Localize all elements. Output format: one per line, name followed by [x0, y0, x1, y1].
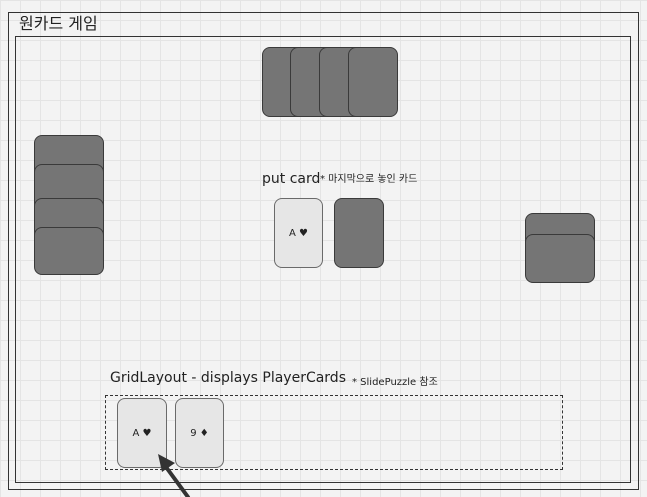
- player-card-2[interactable]: 9 ♦: [175, 398, 224, 468]
- right-hand-card-2: [525, 234, 595, 283]
- outer-frame: [8, 12, 639, 490]
- put-card-note: * 마지막으로 놓인 카드: [320, 174, 418, 185]
- pointer-arrow-icon: [158, 454, 190, 497]
- grid-layout-note: * SlidePuzzle 참조: [352, 377, 438, 388]
- put-card-label: put card: [262, 171, 321, 187]
- put-card-face: A ♥: [274, 198, 323, 268]
- deck-card: [334, 198, 384, 268]
- diagram-title: 원카드 게임: [19, 14, 98, 33]
- player-cards-grid: [105, 395, 563, 470]
- grid-layout-label: GridLayout - displays PlayerCards: [110, 370, 346, 386]
- left-hand-card-4: [34, 227, 104, 275]
- top-hand-card-4: [348, 47, 398, 117]
- game-area-frame: [15, 36, 631, 483]
